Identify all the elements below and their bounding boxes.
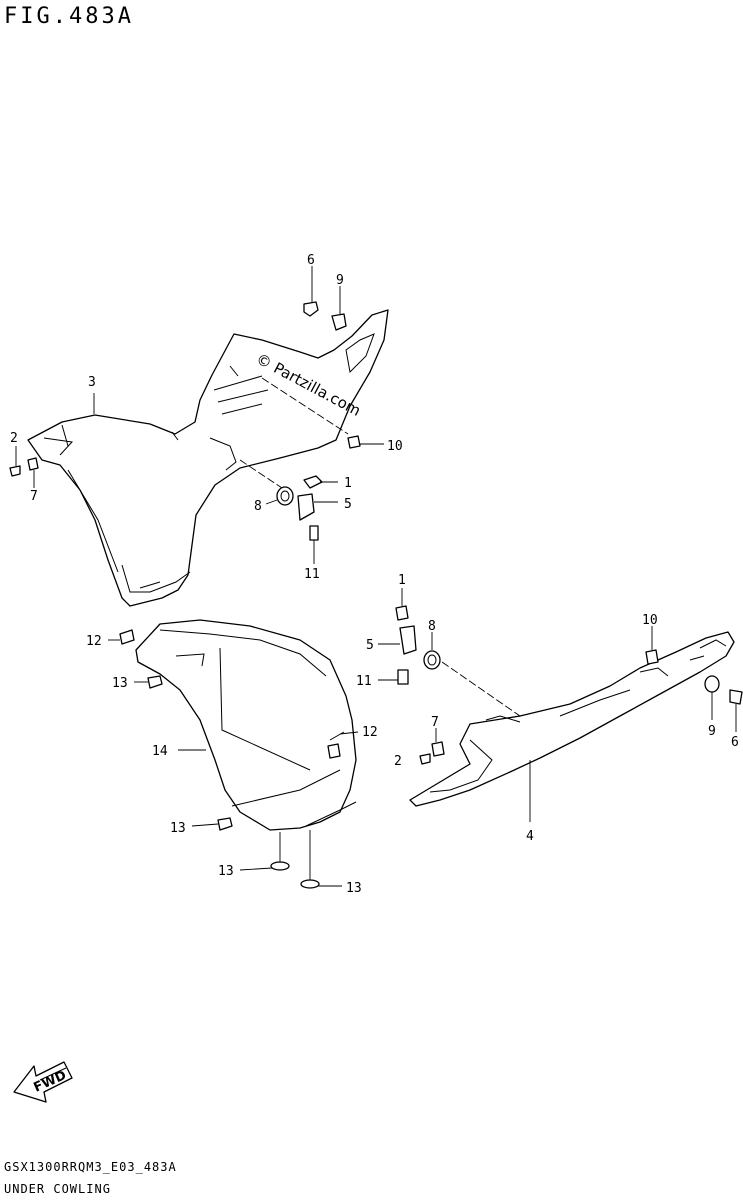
callout-12-left: 12 <box>86 634 102 649</box>
callout-5-top: 5 <box>344 497 352 512</box>
part-10-clip-right <box>645 626 659 665</box>
callout-12-right: 12 <box>362 725 378 740</box>
callout-11-top: 11 <box>304 567 320 582</box>
callout-11-right: 11 <box>356 674 372 689</box>
part-5-bracket-right <box>378 625 417 655</box>
callout-2-right: 2 <box>394 754 402 769</box>
part-12-clip-left <box>108 629 135 645</box>
figure-code: GSX1300RRQM3_E03_483A <box>4 1160 177 1174</box>
callout-10-top: 10 <box>387 439 403 454</box>
callout-4: 4 <box>526 829 534 844</box>
part-3-upper-cowling[interactable] <box>27 309 389 607</box>
callout-3: 3 <box>88 375 96 390</box>
callout-9-right: 9 <box>708 724 716 739</box>
callout-9-top: 9 <box>336 273 344 288</box>
part-7-clip-left <box>27 457 39 488</box>
callout-8-right: 8 <box>428 619 436 634</box>
part-13-screw-d <box>300 830 342 889</box>
part-6-screw-right <box>729 689 743 732</box>
callout-14: 14 <box>152 744 168 759</box>
callout-10-right: 10 <box>642 613 658 628</box>
callout-8-top: 8 <box>254 499 262 514</box>
callout-7-left: 7 <box>30 489 38 504</box>
part-10-clip-top <box>347 435 384 449</box>
part-2-screw-left <box>9 446 21 477</box>
part-13-screw-a <box>134 675 163 689</box>
callout-1-right: 1 <box>398 573 406 588</box>
callout-6-top: 6 <box>307 253 315 268</box>
callout-5-right: 5 <box>366 638 374 653</box>
part-11-bolt-right <box>378 669 409 685</box>
part-11-bolt-top <box>309 525 319 564</box>
callout-13-d: 13 <box>346 881 362 896</box>
part-9-nut-right <box>704 675 720 720</box>
part-2-screw-right <box>419 753 431 765</box>
part-13-screw-b <box>191 817 233 831</box>
part-5-bracket-top <box>297 493 338 521</box>
part-9-nut-top <box>331 286 347 331</box>
callout-7-right: 7 <box>431 715 439 730</box>
part-4-lower-cowling[interactable] <box>409 631 735 807</box>
part-8-grommet-top <box>265 486 294 506</box>
callout-13-a: 13 <box>112 676 128 691</box>
part-8-grommet-right <box>423 632 441 670</box>
callout-2-left: 2 <box>10 431 18 446</box>
callout-6-right: 6 <box>731 735 739 750</box>
part-14-inner-cowling[interactable] <box>135 619 357 831</box>
fwd-arrow-icon: FWD <box>13 1061 73 1103</box>
callout-13-b: 13 <box>170 821 186 836</box>
part-7-clip-right <box>431 728 445 757</box>
part-13-screw-c <box>239 832 290 871</box>
part-1-nut-top <box>303 475 338 489</box>
part-12-clip-right <box>327 731 359 759</box>
callout-13-c: 13 <box>218 864 234 879</box>
figure-title: FIG.483A <box>4 4 134 29</box>
callout-1-top: 1 <box>344 476 352 491</box>
part-1-nut-right <box>395 588 409 621</box>
part-6-screw-top <box>303 266 319 317</box>
figure-name: UNDER COWLING <box>4 1182 111 1196</box>
